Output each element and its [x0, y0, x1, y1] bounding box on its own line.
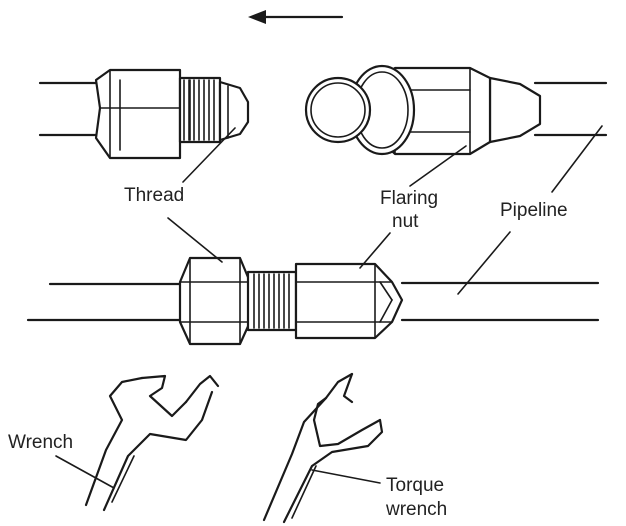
label-wrench-2: wrench: [385, 499, 447, 520]
joint-thread-coils: [253, 273, 290, 329]
assembled-joint: [26, 256, 600, 346]
label-nut: nut: [392, 211, 419, 232]
leader-lines: [55, 125, 603, 489]
wrench-icon: [84, 374, 220, 512]
thread-coils: [183, 79, 215, 141]
male-fitting-top: [38, 68, 250, 160]
flaring-nut-top: [304, 64, 608, 156]
label-wrench: Wrench: [8, 432, 73, 453]
label-flaring: Flaring: [380, 188, 438, 209]
arrow-left-icon: [248, 10, 344, 24]
label-torque: Torque: [386, 475, 444, 496]
label-thread: Thread: [124, 185, 184, 206]
torque-wrench-icon: [262, 372, 384, 524]
labels: Thread Flaring nut Pipeline Wrench Torqu…: [8, 185, 568, 520]
label-pipeline: Pipeline: [500, 200, 568, 221]
